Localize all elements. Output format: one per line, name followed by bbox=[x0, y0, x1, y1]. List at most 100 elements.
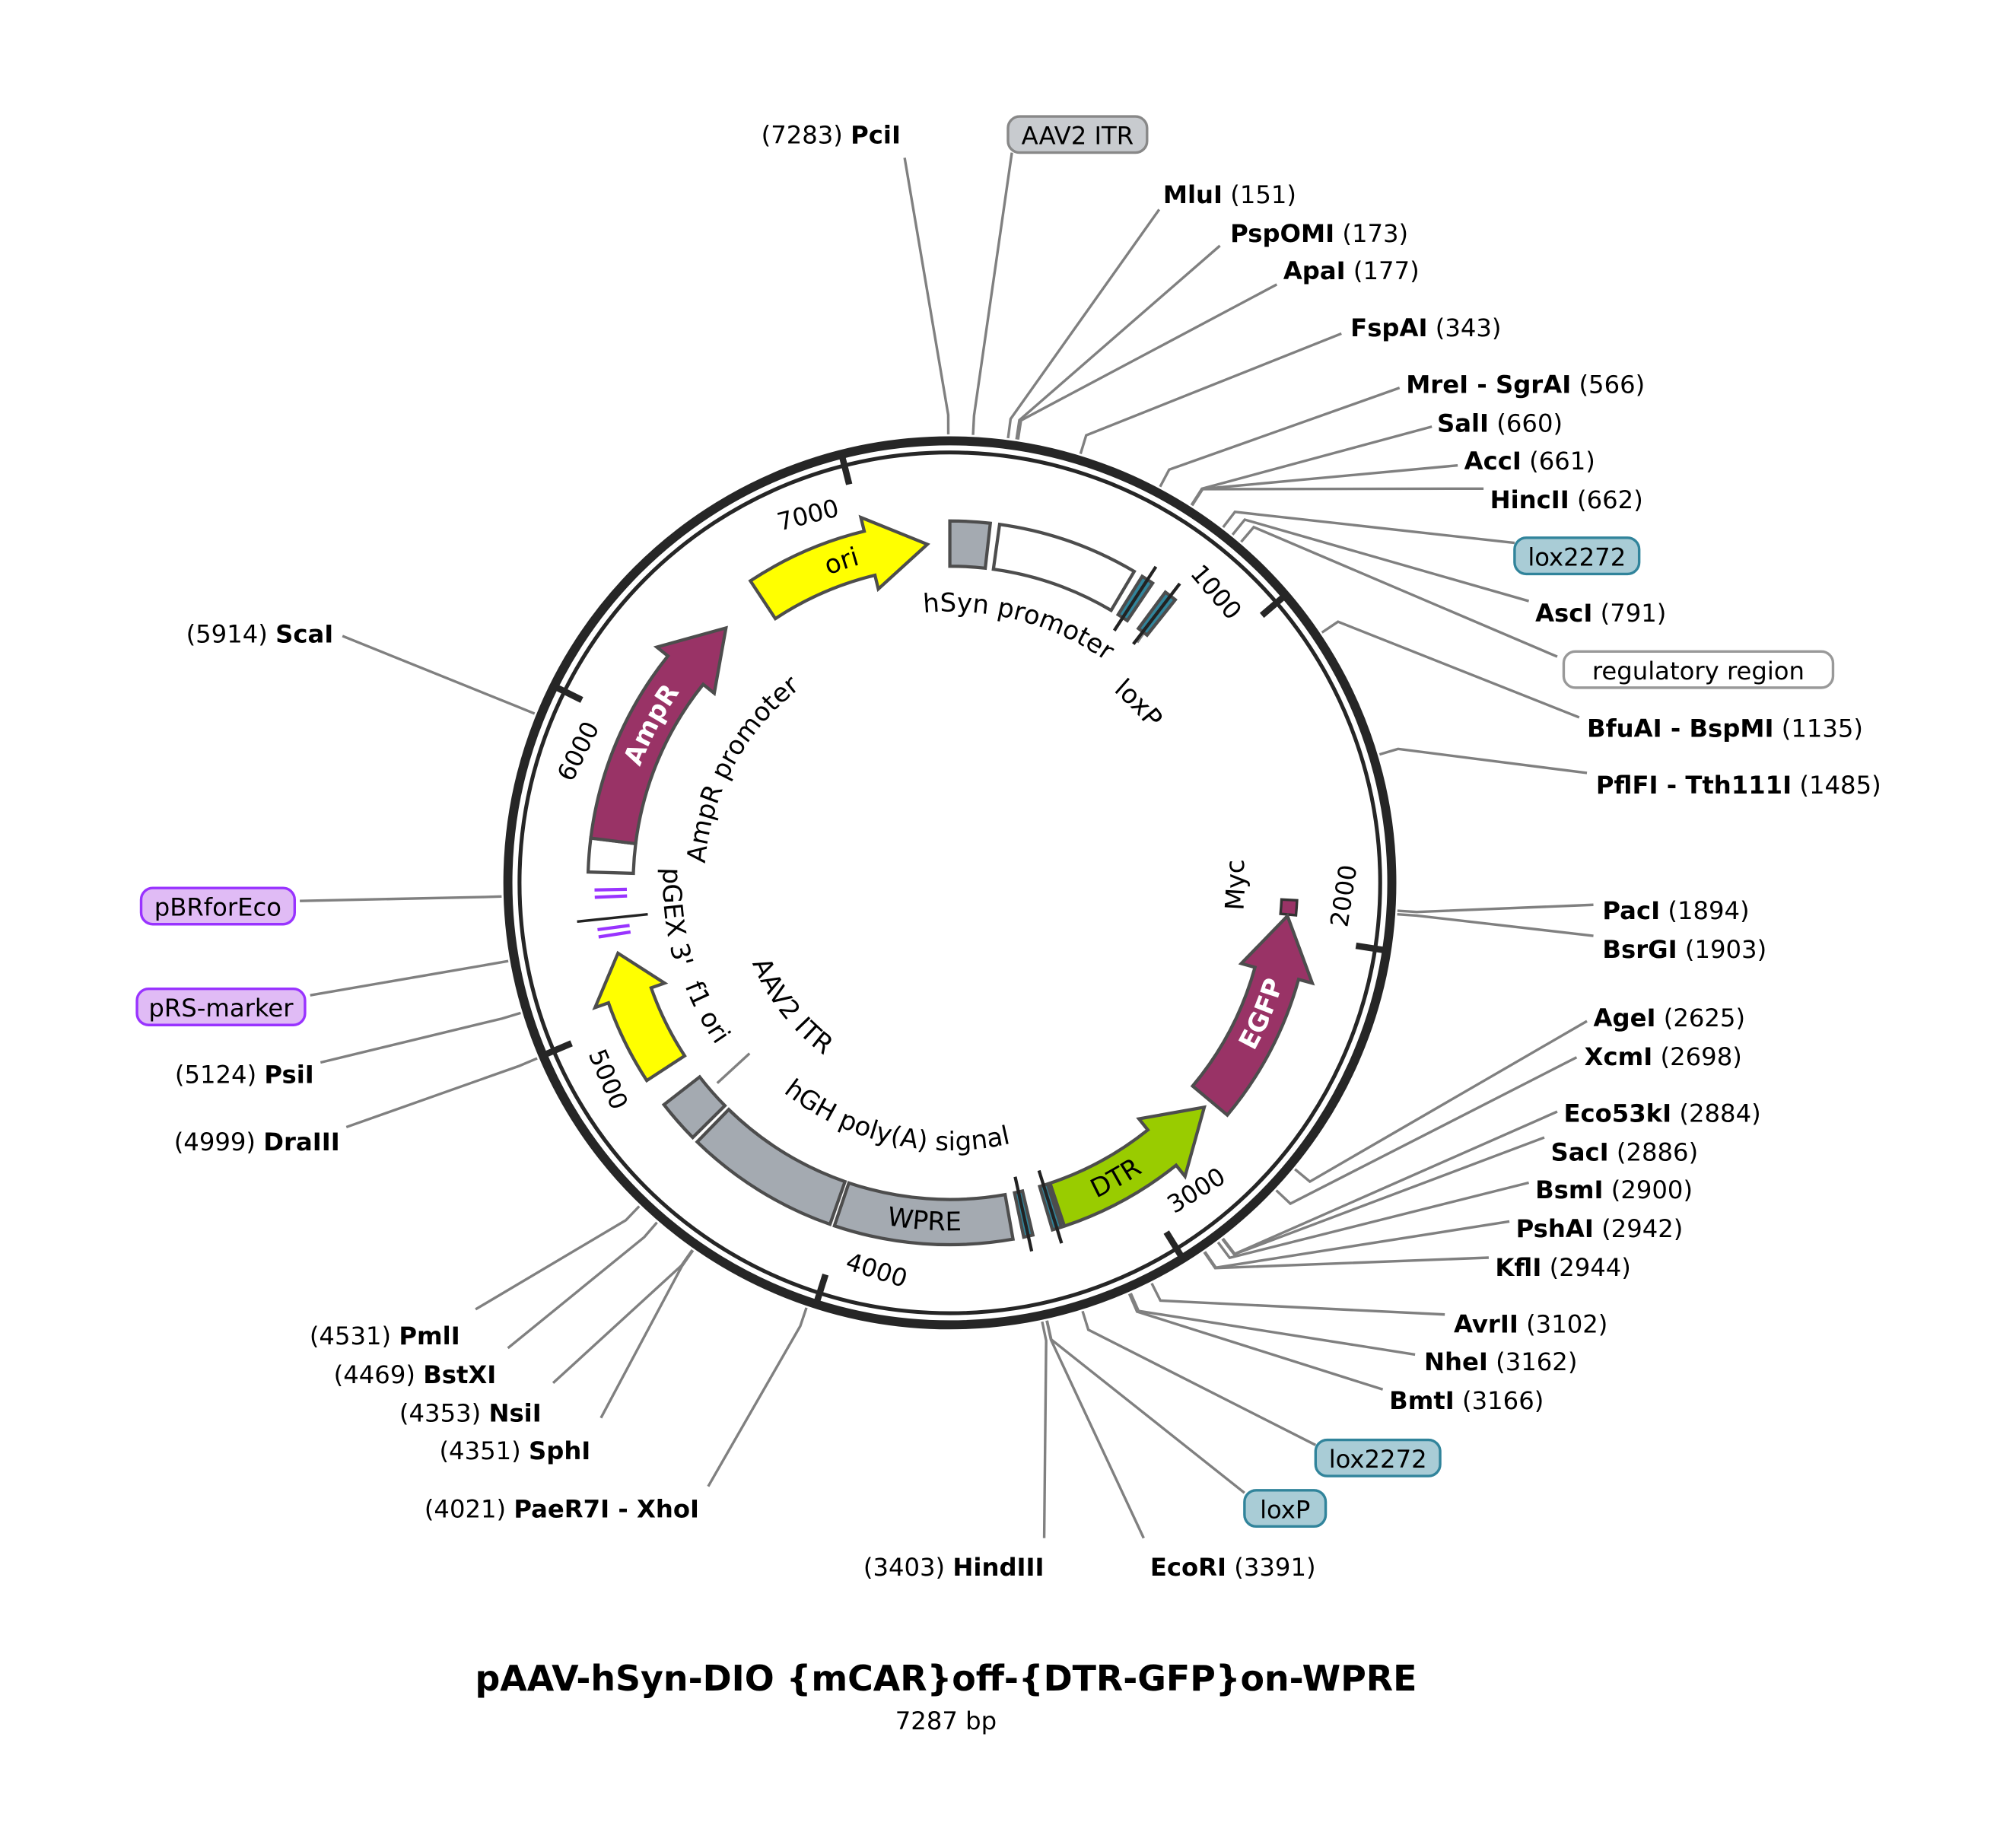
enzyme-name: SacI bbox=[1550, 1138, 1608, 1167]
tick-mark bbox=[1355, 942, 1388, 954]
pgex-primer-mark bbox=[597, 924, 630, 932]
enzyme-label[interactable]: (4999) DraIII bbox=[174, 1128, 340, 1156]
feature-wpre[interactable] bbox=[832, 1181, 1016, 1247]
enzyme-label[interactable]: PflFI - Tth111I (1485) bbox=[1596, 771, 1881, 800]
enzyme-label[interactable]: EcoRI (3391) bbox=[1150, 1553, 1316, 1582]
enzyme-name: HincII bbox=[1490, 485, 1569, 514]
feature-label-aav2-itr-path: AAV2 ITR bbox=[746, 953, 838, 1061]
enzyme-name: Eco53kI bbox=[1563, 1099, 1671, 1128]
leader-line bbox=[1222, 511, 1515, 545]
enzyme-label[interactable]: AscI (791) bbox=[1535, 599, 1666, 628]
feature-callout[interactable]: regulatory region bbox=[1562, 650, 1835, 689]
backbone-inner-ring bbox=[517, 450, 1382, 1315]
enzyme-label[interactable]: AgeI (2625) bbox=[1594, 1004, 1746, 1032]
enzyme-name: NheI bbox=[1424, 1347, 1488, 1376]
leader-line bbox=[1231, 518, 1530, 603]
feature-callout[interactable]: pRS-marker bbox=[135, 987, 307, 1026]
enzyme-position: (1894) bbox=[1660, 896, 1750, 925]
enzyme-label[interactable]: (7283) PciI bbox=[762, 121, 901, 150]
enzyme-label[interactable]: ApaI (177) bbox=[1283, 256, 1420, 285]
feature-dtr[interactable] bbox=[1048, 1105, 1207, 1229]
feature-label-pgex-3-path: pGEX 3' bbox=[656, 867, 698, 971]
enzyme-label[interactable]: AvrII (3102) bbox=[1454, 1310, 1607, 1339]
leader-line bbox=[1321, 620, 1580, 719]
enzyme-name: BsrGI bbox=[1602, 935, 1677, 964]
enzyme-label[interactable]: NheI (3162) bbox=[1424, 1347, 1577, 1376]
enzyme-label[interactable]: MreI - SgrAI (566) bbox=[1406, 371, 1645, 399]
enzyme-position: (4353) bbox=[399, 1399, 489, 1428]
feature-callout[interactable]: lox2272 bbox=[1314, 1438, 1442, 1478]
leader-line bbox=[1397, 903, 1594, 914]
enzyme-label[interactable]: (4351) SphI bbox=[439, 1436, 590, 1465]
enzyme-label[interactable]: (4353) NsiI bbox=[399, 1399, 542, 1428]
callout-box bbox=[1006, 115, 1149, 154]
enzyme-label[interactable]: Eco53kI (2884) bbox=[1563, 1099, 1760, 1128]
backbone bbox=[503, 436, 1397, 1330]
enzyme-position: (4021) bbox=[425, 1494, 514, 1523]
feature-callout[interactable]: pBRforEco bbox=[139, 886, 297, 926]
enzyme-label[interactable]: HincII (662) bbox=[1490, 485, 1643, 514]
pgex-site-mark bbox=[577, 913, 648, 924]
feature-egfp[interactable] bbox=[1190, 912, 1315, 1118]
enzyme-name: AscI bbox=[1535, 599, 1592, 628]
feature-hgh-poly-a-signal[interactable] bbox=[695, 1107, 847, 1226]
feature-callout[interactable]: loxP bbox=[1243, 1489, 1328, 1528]
lox-site-mark bbox=[1013, 1176, 1034, 1252]
leader-line bbox=[1240, 525, 1558, 658]
feature-hsyn-promoter[interactable] bbox=[991, 522, 1137, 613]
feature-aav2-itr[interactable] bbox=[661, 1074, 727, 1140]
feature-f1-ori[interactable] bbox=[592, 950, 687, 1083]
enzyme-label[interactable]: (4021) PaeR7I - XhoI bbox=[425, 1494, 699, 1523]
enzyme-label[interactable]: FspAI (343) bbox=[1350, 313, 1501, 342]
enzyme-label[interactable]: (5124) PsiI bbox=[175, 1061, 314, 1089]
enzyme-name: EcoRI bbox=[1150, 1553, 1226, 1582]
enzyme-position: (7283) bbox=[762, 121, 851, 150]
enzyme-position: (2944) bbox=[1541, 1253, 1631, 1282]
tick-label: 4000 bbox=[843, 1247, 911, 1293]
enzyme-position: (3102) bbox=[1518, 1310, 1608, 1339]
feature-ori[interactable] bbox=[748, 514, 930, 622]
enzyme-label[interactable]: KflI (2944) bbox=[1495, 1253, 1630, 1282]
enzyme-label[interactable]: MluI (151) bbox=[1163, 180, 1296, 209]
tick-mark bbox=[552, 683, 583, 703]
enzyme-label[interactable]: PacI (1894) bbox=[1602, 896, 1749, 925]
tick-label: 7000 bbox=[774, 494, 842, 537]
enzyme-label[interactable]: PshAI (2942) bbox=[1516, 1214, 1684, 1243]
enzyme-label[interactable]: (3403) HindIII bbox=[863, 1553, 1045, 1582]
leader-line bbox=[903, 157, 950, 434]
pgex-primer-mark bbox=[594, 887, 628, 892]
leader-line bbox=[320, 1011, 521, 1064]
feature-ampr[interactable] bbox=[589, 625, 728, 846]
callout-text: regulatory region bbox=[1592, 657, 1805, 685]
enzyme-name: AccI bbox=[1464, 447, 1522, 476]
enzyme-label[interactable]: (4531) PmlI bbox=[310, 1322, 460, 1350]
enzyme-label[interactable]: (4469) BstXI bbox=[334, 1360, 497, 1389]
enzyme-label[interactable]: BsrGI (1903) bbox=[1602, 935, 1766, 964]
leader-line bbox=[1150, 1282, 1445, 1316]
feature-aav2-itr[interactable] bbox=[948, 519, 993, 571]
enzyme-name: AvrII bbox=[1454, 1310, 1518, 1339]
lox-site-mark bbox=[1112, 565, 1158, 631]
feature-callout[interactable]: lox2272 bbox=[1513, 536, 1641, 576]
enzyme-name: XcmI bbox=[1585, 1042, 1653, 1071]
enzyme-label[interactable]: BsmI (2900) bbox=[1535, 1175, 1693, 1204]
enzyme-name: KflI bbox=[1495, 1253, 1541, 1282]
leader-line bbox=[1016, 283, 1278, 441]
leader-line bbox=[1216, 1181, 1529, 1260]
enzyme-label[interactable]: AccI (661) bbox=[1464, 447, 1595, 476]
leader-line bbox=[552, 1248, 694, 1385]
enzyme-label[interactable]: BfuAI - BspMI (1135) bbox=[1587, 714, 1863, 743]
enzyme-position: (4351) bbox=[439, 1436, 529, 1465]
enzyme-label[interactable]: XcmI (2698) bbox=[1585, 1042, 1742, 1071]
feature-callout[interactable]: AAV2 ITR bbox=[1006, 115, 1149, 154]
inner-leader-line bbox=[716, 1052, 751, 1084]
enzyme-label[interactable]: BmtI (3166) bbox=[1389, 1386, 1544, 1415]
enzyme-position: (2886) bbox=[1609, 1138, 1699, 1167]
feature-myc[interactable] bbox=[1279, 898, 1299, 917]
enzyme-label[interactable]: SalI (660) bbox=[1437, 409, 1563, 438]
enzyme-label[interactable]: (5914) ScaI bbox=[186, 619, 334, 648]
enzyme-label[interactable]: SacI (2886) bbox=[1550, 1138, 1698, 1167]
enzyme-label[interactable]: PspOMI (173) bbox=[1230, 219, 1408, 248]
feature-label-myc: Myc bbox=[1219, 859, 1251, 911]
tick-label: 3000 bbox=[1162, 1162, 1231, 1220]
